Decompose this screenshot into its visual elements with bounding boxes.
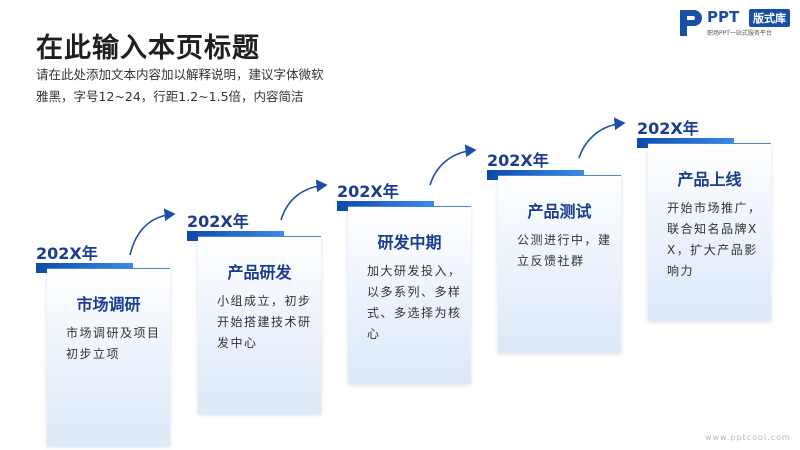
step-year: 202X年 <box>36 244 98 263</box>
subtitle-line-2: 雅黑，字号12~24，行距1.2~1.5倍，内容简洁 <box>36 89 304 104</box>
logo-mark-icon <box>680 10 702 36</box>
subtitle-line-1: 请在此处添加文本内容加以解释说明，建议字体微软 <box>36 67 324 82</box>
step-year: 202X年 <box>337 182 399 201</box>
arrow-icon-3 <box>429 144 477 186</box>
step-card: 研发中期 加大研发投入，以多系列、多样式、多选择为核心 <box>348 206 471 383</box>
logo-tagline: 职场PPT一站式服务平台 <box>707 30 772 37</box>
step-text: 加大研发投入，以多系列、多样式、多选择为核心 <box>367 264 462 341</box>
step-text: 市场调研及项目初步立项 <box>66 326 161 361</box>
watermark-url: www.pptcool.com <box>705 433 791 442</box>
step-year: 202X年 <box>487 151 549 170</box>
arrow-icon-2 <box>280 179 328 221</box>
step-title: 研发中期 <box>377 233 442 252</box>
step-card: 产品上线 开始市场推广，联合知名品牌XX，扩大产品影响力 <box>648 143 771 320</box>
arrow-icon-1 <box>129 208 176 256</box>
step-title: 产品上线 <box>677 170 742 189</box>
arrow-icon-4 <box>578 117 626 159</box>
step-text: 公测进行中，建立反馈社群 <box>517 233 612 268</box>
step-card: 市场调研 市场调研及项目初步立项 <box>47 268 170 445</box>
page-subtitle: 请在此处添加文本内容加以解释说明，建议字体微软 雅黑，字号12~24，行距1.2… <box>36 64 366 108</box>
step-text: 开始市场推广，联合知名品牌XX，扩大产品影响力 <box>667 201 762 278</box>
step-title: 市场调研 <box>76 295 141 314</box>
page-title: 在此输入本页标题 <box>36 33 260 64</box>
step-card: 产品研发 小组成立，初步开始搭建技术研发中心 <box>198 236 321 413</box>
step-title: 产品研发 <box>227 263 292 282</box>
step-year: 202X年 <box>187 212 249 231</box>
logo-badge: 版式库 <box>749 9 790 27</box>
step-text: 小组成立，初步开始搭建技术研发中心 <box>217 294 312 350</box>
step-title: 产品测试 <box>527 202 592 221</box>
brand-logo: PPT 版式库 职场PPT一站式服务平台 <box>678 6 796 40</box>
step-card: 产品测试 公测进行中，建立反馈社群 <box>498 175 621 352</box>
logo-ppt-text: PPT <box>707 8 740 26</box>
step-year: 202X年 <box>637 119 699 138</box>
